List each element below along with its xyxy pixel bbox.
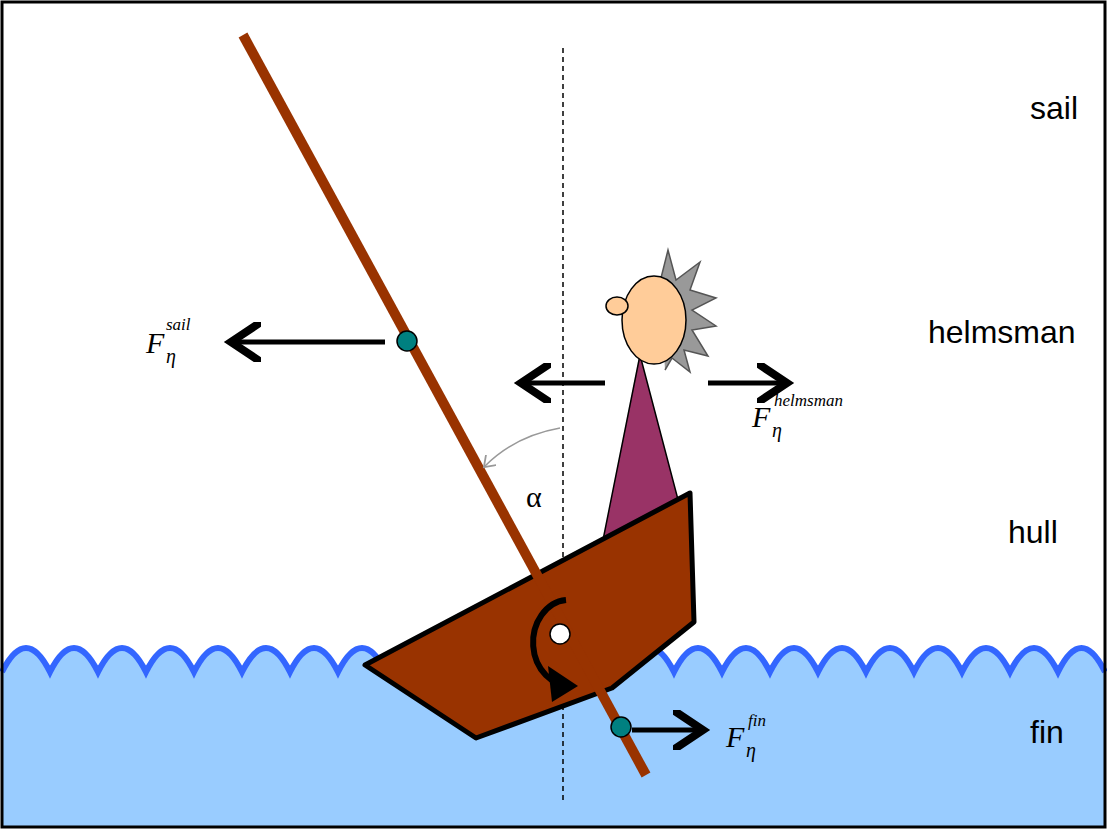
rotation-arrowhead bbox=[548, 666, 578, 702]
force-subscript: η bbox=[166, 346, 176, 366]
sail-force-point bbox=[397, 331, 417, 351]
force-superscript: sail bbox=[166, 316, 191, 333]
force-symbol: F bbox=[726, 722, 744, 752]
part-name: sail bbox=[1030, 92, 1078, 124]
force-subscript: η bbox=[746, 740, 756, 760]
angle-arc bbox=[485, 428, 560, 466]
force-symbol: F bbox=[752, 402, 770, 432]
helmsman-force-arrow bbox=[526, 381, 605, 386]
force-subscript: η bbox=[772, 420, 782, 440]
part-name: fin bbox=[1030, 716, 1064, 748]
force-symbol: F bbox=[146, 328, 164, 358]
part-name: hull bbox=[1008, 516, 1058, 548]
water bbox=[2, 648, 1105, 827]
hull-shape bbox=[365, 493, 694, 738]
part-name: helmsman bbox=[928, 316, 1076, 348]
mast-and-fin bbox=[243, 35, 646, 775]
force-superscript: fin bbox=[748, 712, 766, 729]
force-superscript: helmsman bbox=[774, 392, 843, 409]
angle-symbol: α bbox=[526, 482, 542, 512]
fin-force-point bbox=[611, 717, 631, 737]
pivot-point bbox=[550, 624, 570, 644]
fin-force-arrow bbox=[632, 728, 698, 733]
helmsman-force-arrow bbox=[708, 381, 782, 386]
sail-force-arrow bbox=[236, 340, 385, 345]
